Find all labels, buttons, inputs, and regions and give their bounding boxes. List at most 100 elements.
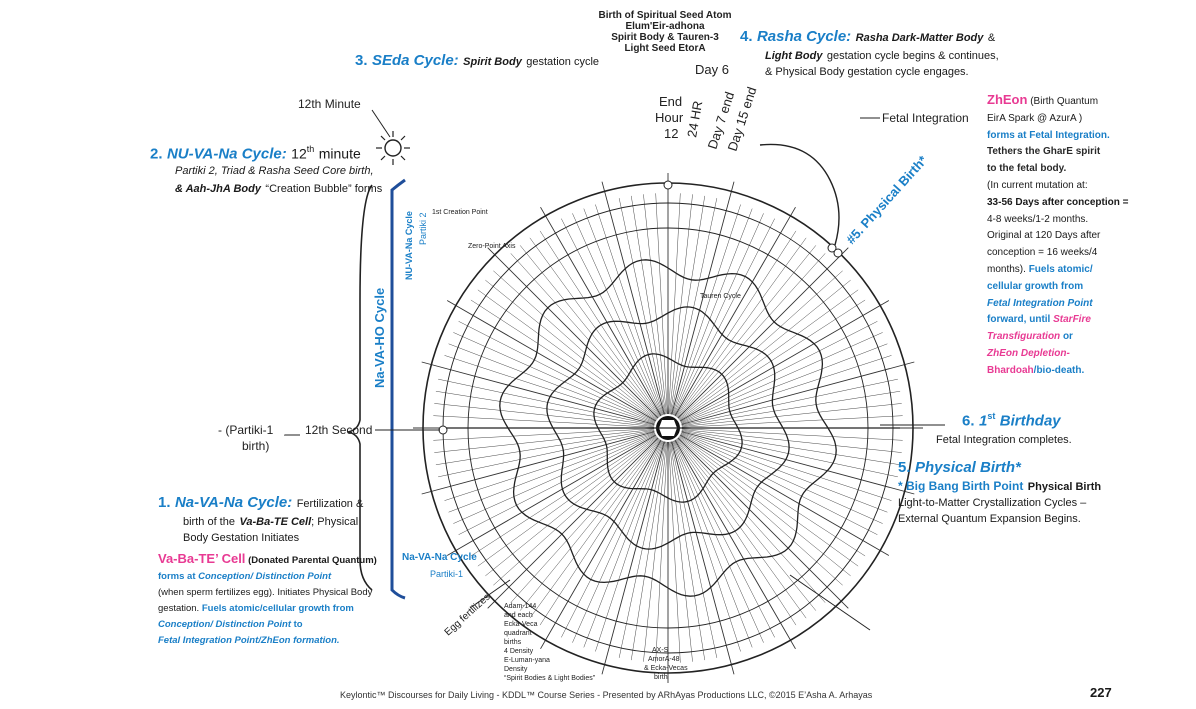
cycle6-annotation: 6. 1st Birthday Fetal Integration comple…	[936, 411, 1072, 448]
cycle4-l2b: gestation cycle begins & continues,	[826, 50, 999, 62]
axis-marker	[833, 248, 843, 258]
wheel-spoke	[670, 198, 718, 415]
wheel-spoke	[681, 432, 892, 501]
wheel-spoke	[679, 435, 866, 557]
bottom-note-3: Ecka-Veca	[504, 621, 538, 628]
label-partiki1: - (Partiki-1	[218, 423, 274, 437]
wheel-spoke	[438, 378, 655, 426]
wheel-spoke	[493, 270, 658, 419]
zheon-l15b: /bio-death.	[1033, 364, 1085, 376]
wheel-spoke	[438, 430, 655, 478]
wheel-spoke	[680, 343, 888, 424]
wheel-spoke	[674, 440, 775, 638]
wheel-spoke	[669, 441, 705, 661]
label-physical-birth-arc: #5. Physical Birth*	[843, 152, 931, 247]
cycle5-annotation: 5. Physical Birth* * Big Bang Birth Poin…	[898, 459, 1101, 527]
cycle2-l3b: “Creation Bubble” forms	[265, 183, 383, 196]
cycle3-num: 3.	[355, 52, 368, 69]
label-end: End	[659, 94, 682, 109]
wheel-spoke	[679, 434, 890, 556]
zheon-l7: Original at 120 Days after	[987, 230, 1101, 242]
wheel-spoke	[668, 193, 681, 415]
footer-text: Keylontic™ Discourses for Daily Living -…	[340, 690, 873, 700]
leader-bottom-right	[789, 574, 871, 631]
cycle1-l2a: birth of the	[183, 516, 235, 528]
wheel-spoke	[676, 439, 807, 619]
wheel-spoke	[444, 432, 655, 501]
wheel-spoke	[421, 431, 655, 495]
wheel-spoke	[680, 432, 888, 513]
cycle6-name: 1	[978, 412, 988, 430]
wheel-spoke	[470, 299, 657, 421]
cycle6-num: 6.	[962, 412, 975, 430]
bottom-note-1: Adam-144	[504, 603, 536, 610]
wheel-spoke	[672, 208, 753, 416]
wheel-spoke	[510, 438, 659, 603]
vabate-cell-annotation: Va-Ba-TE’ Cell (Donated Parental Quantum…	[158, 551, 398, 649]
wheel-spoke	[678, 436, 851, 577]
cycle1-annotation: 1. Na-VA-Na Cycle: Fertilization & birth…	[158, 494, 398, 546]
cycle6-name2: Birthday	[999, 412, 1061, 430]
cycle6-sup: st	[987, 411, 996, 421]
wheel-spoke	[677, 253, 826, 418]
bottom-note-8: Density	[504, 666, 528, 673]
wheel-spoke	[458, 434, 656, 535]
zheon-annotation: ZhEon (Birth Quantum EirA Spark @ AzurA …	[987, 92, 1192, 380]
wheel-spoke	[676, 438, 817, 611]
cell-c1b: Conception/ Distinction Point	[198, 571, 332, 582]
wheel-spoke	[671, 181, 735, 415]
top-center-block: Birth of Spiritual Seed Atom Elum'Eir-ad…	[590, 10, 740, 54]
wheel-spoke	[485, 279, 658, 420]
wheel-spoke	[681, 430, 898, 478]
wheel-spoke	[674, 206, 796, 417]
cell-c5: Fetal Integration Point/ZhEon formation.	[158, 635, 340, 646]
label-12th-second: 12th Second	[305, 423, 372, 437]
wheel-spoke	[673, 213, 764, 416]
wheel-spoke	[618, 441, 666, 658]
zheon-l9b: Fuels atomic/	[1028, 263, 1093, 275]
wheel-spoke	[434, 429, 655, 453]
cycle2-name: NU-VA-Na Cycle:	[166, 145, 287, 163]
wheel-spoke	[655, 193, 668, 415]
wheel-spoke	[458, 321, 656, 422]
top-line-4: Light Seed EtorA	[624, 43, 706, 54]
wheel-spoke	[435, 429, 655, 465]
wheel-spoke	[681, 355, 892, 424]
cycle1-l3: Body Gestation Initiates	[183, 532, 300, 544]
cycle2-rest: 12	[291, 145, 307, 162]
page-number: 227	[1090, 685, 1112, 700]
wheel-spoke	[453, 332, 656, 423]
wheel-spoke	[669, 441, 693, 662]
wheel-spoke	[643, 441, 667, 662]
wheel-spoke	[681, 378, 898, 426]
wheel-spoke	[540, 439, 662, 650]
wheel-spoke	[540, 206, 662, 417]
leader-egg	[469, 579, 511, 609]
zheon-l2: Tethers the GharE spirit	[987, 146, 1101, 158]
wheel-spoke	[681, 428, 903, 441]
cycle5-name: Physical Birth*	[914, 459, 1021, 476]
cycle2-l2: Partiki 2, Triad & Rasha Seed Core birth…	[175, 165, 374, 178]
label-creation-point: 1st Creation Point	[432, 209, 488, 216]
zheon-l13a: Transfiguration	[987, 331, 1061, 343]
wheel-spoke	[539, 439, 661, 626]
bottom-note-5: births	[504, 639, 522, 646]
wheel-spoke	[681, 403, 902, 427]
axis-marker	[827, 243, 837, 253]
wheel-spoke	[679, 289, 859, 420]
label-12th-minute: 12th Minute	[298, 97, 361, 111]
wheel-spoke	[433, 415, 655, 428]
cell-title: Va-Ba-TE’ Cell	[158, 551, 246, 566]
cycle5-l1a: * Big Bang Birth Point	[898, 479, 1024, 493]
wheel-spoke	[681, 431, 915, 495]
wheel-spoke	[529, 439, 660, 619]
wheel-spoke	[448, 343, 656, 424]
wheel-spoke	[679, 436, 859, 567]
wheel-spoke	[561, 218, 662, 416]
label-eckavecas: & Ecka-Vecas	[644, 665, 688, 672]
cycle2-l3a: & Aah-JhA Body	[175, 183, 261, 196]
cycle6-sub: Fetal Integration completes.	[936, 434, 1072, 447]
cycle4-l1a: Rasha Dark-Matter Body	[855, 32, 984, 44]
wheel-spoke	[477, 436, 657, 567]
